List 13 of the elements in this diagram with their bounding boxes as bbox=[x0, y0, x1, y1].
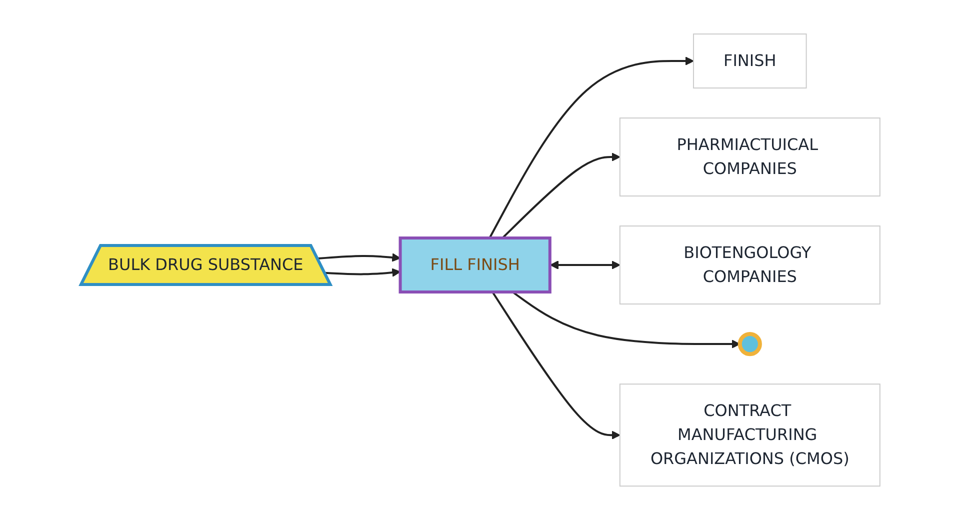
node-circle bbox=[737, 332, 762, 356]
node-box: CONTRACT MANUFACTURING ORGANIZATIONS (CMOS) bbox=[618, 384, 880, 487]
arrow bbox=[324, 268, 400, 277]
arrow bbox=[512, 291, 740, 348]
arrow bbox=[317, 253, 400, 262]
arrow bbox=[488, 56, 694, 238]
arrow bbox=[501, 152, 620, 239]
node-box: FILL FINISH bbox=[398, 236, 551, 294]
node-box: BIOTENGOLOGY COMPANIES bbox=[618, 225, 880, 304]
arrow bbox=[491, 291, 620, 440]
arrow bbox=[549, 260, 620, 270]
node-box: PHARMIACTUICAL COMPANIES bbox=[618, 117, 880, 196]
node-box: FINISH bbox=[692, 33, 806, 88]
